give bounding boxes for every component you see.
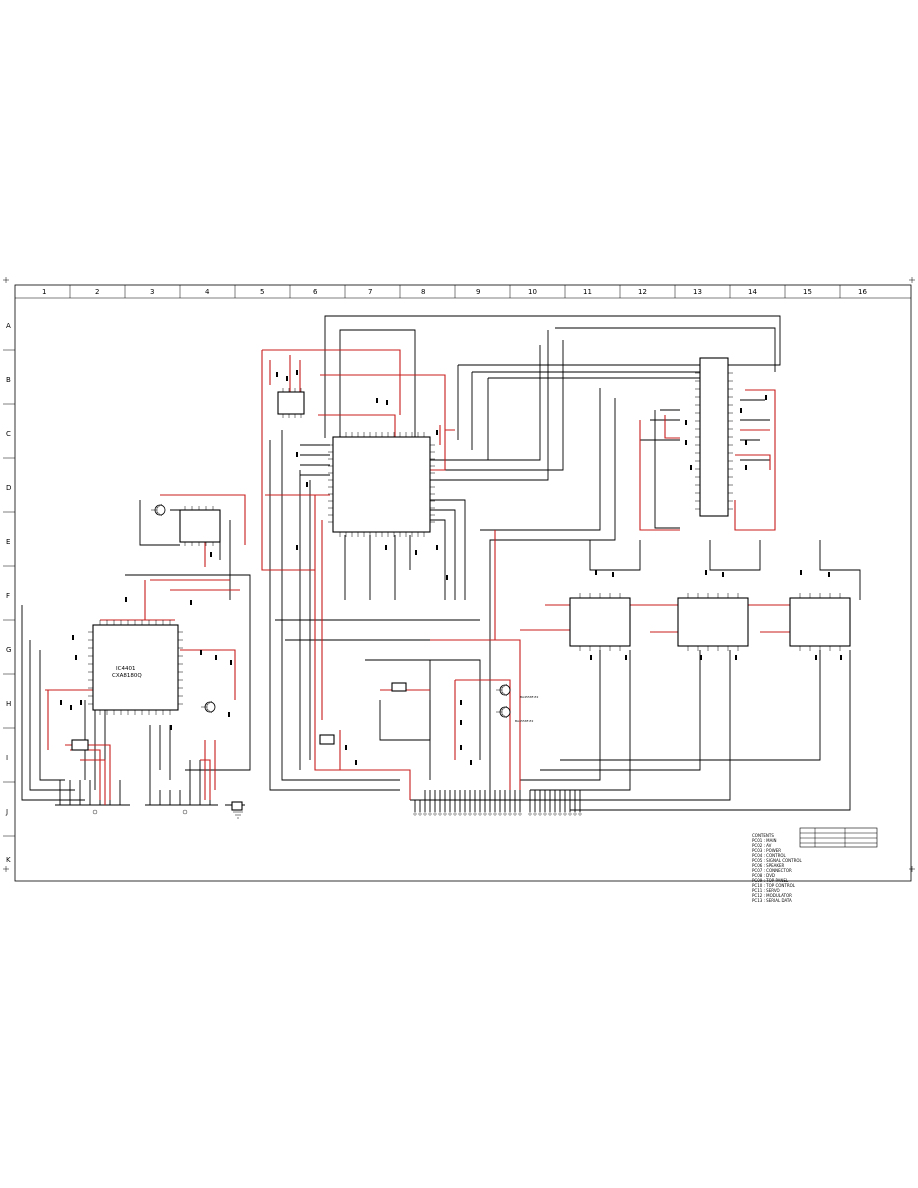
column-label: 13 bbox=[693, 288, 702, 296]
ic4401: IC4401 CXA8180Q bbox=[88, 620, 183, 715]
row-label: E bbox=[6, 538, 10, 546]
column-label: 9 bbox=[476, 288, 480, 296]
passive-components bbox=[60, 370, 842, 765]
transistor-right-2-label: BA4558F-E2 bbox=[515, 719, 533, 723]
driver-ic-1 bbox=[569, 593, 631, 651]
title-block bbox=[799, 827, 878, 848]
legend-item: PC06 : SPEAKER bbox=[752, 863, 785, 868]
row-label: F bbox=[6, 592, 10, 600]
small-ic-top-left bbox=[277, 388, 305, 418]
legend-title: CONTENTS bbox=[752, 833, 774, 838]
small-ic-left bbox=[179, 506, 221, 546]
transistor-left bbox=[151, 503, 166, 517]
drawing-frame bbox=[14, 284, 912, 882]
contents-legend: CONTENTS PC01 : MAIN PC02 : AV PC03 : PO… bbox=[752, 833, 803, 903]
driver-ic-2 bbox=[677, 593, 749, 651]
row-label: C bbox=[6, 430, 11, 438]
column-ruler: 1 2 3 4 5 6 7 8 9 10 11 12 13 14 15 16 bbox=[42, 285, 867, 298]
main-processor-ic bbox=[328, 432, 435, 537]
ground-symbol bbox=[233, 811, 243, 819]
legend-item: PC10 : TOP CONTROL bbox=[752, 883, 796, 888]
connector-pads bbox=[92, 809, 582, 816]
column-label: 12 bbox=[638, 288, 647, 296]
column-label: 5 bbox=[260, 288, 264, 296]
legend-item: PC02 : AV bbox=[752, 843, 772, 848]
legend-item: PC08 : DVD bbox=[752, 873, 775, 878]
column-label: 8 bbox=[421, 288, 425, 296]
small-ic-center bbox=[71, 682, 407, 811]
column-label: 2 bbox=[95, 288, 99, 296]
column-label: 16 bbox=[858, 288, 867, 296]
row-label: A bbox=[6, 322, 11, 330]
column-label: 4 bbox=[205, 288, 210, 296]
transistor-right-1-label: BA4558F-E2 bbox=[520, 695, 538, 699]
legend-item: PC01 : MAIN bbox=[752, 838, 777, 843]
legend-item: PC03 : POWER bbox=[752, 848, 781, 853]
legend-item: PC12 : MODULATOR bbox=[752, 893, 792, 898]
driver-ic-3 bbox=[789, 593, 851, 651]
row-label: K bbox=[6, 856, 11, 864]
row-label: H bbox=[6, 700, 11, 708]
crop-marks bbox=[3, 277, 915, 872]
legend-item: PC09 : TOP PANEL bbox=[752, 878, 789, 883]
column-label: 11 bbox=[583, 288, 592, 296]
row-ruler: A B C D E F G H I J K bbox=[3, 322, 15, 864]
row-label: G bbox=[6, 646, 11, 654]
ic4401-part: CXA8180Q bbox=[112, 673, 142, 679]
column-label: 1 bbox=[42, 288, 46, 296]
column-label: 7 bbox=[368, 288, 372, 296]
row-label: J bbox=[5, 808, 8, 816]
column-label: 10 bbox=[528, 288, 537, 296]
top-right-ic bbox=[695, 357, 733, 517]
legend-item: PC07 : CONNECTOR bbox=[752, 868, 792, 873]
black-wiring bbox=[21, 315, 861, 812]
column-label: 15 bbox=[803, 288, 812, 296]
legend-item: PC04 : CONTROL bbox=[752, 853, 786, 858]
legend-item: PC05 : SIGNAL CONTROL bbox=[752, 858, 803, 863]
row-label: I bbox=[6, 754, 8, 762]
row-label: B bbox=[6, 376, 11, 384]
column-label: 3 bbox=[150, 288, 154, 296]
legend-item: PC11 : SERVO bbox=[752, 888, 780, 893]
legend-item: PC13 : SERIAL DATA bbox=[752, 898, 792, 903]
transistor-right-2: BA4558F-E2 bbox=[496, 705, 533, 723]
ic4401-ref: IC4401 bbox=[116, 666, 135, 672]
transistor-right-1: BA4558F-E2 bbox=[496, 683, 538, 699]
row-label: D bbox=[6, 484, 11, 492]
column-label: 6 bbox=[313, 288, 318, 296]
column-label: 14 bbox=[748, 288, 757, 296]
transistor-ic4401 bbox=[201, 700, 216, 714]
